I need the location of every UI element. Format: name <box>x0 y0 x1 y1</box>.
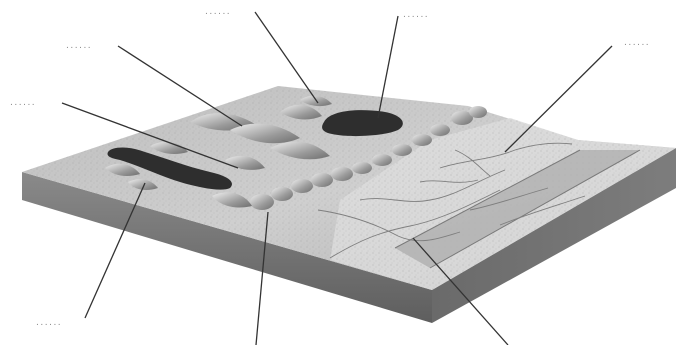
label-placeholder-1: ...... <box>205 7 231 17</box>
leader-line-4 <box>118 46 242 126</box>
label-placeholder-6: ...... <box>36 318 62 328</box>
label-placeholder-4: ...... <box>66 41 92 51</box>
label-placeholder-5: ...... <box>10 98 36 108</box>
label-placeholder-2: ...... <box>403 10 429 20</box>
label-placeholder-3: ...... <box>624 38 650 48</box>
